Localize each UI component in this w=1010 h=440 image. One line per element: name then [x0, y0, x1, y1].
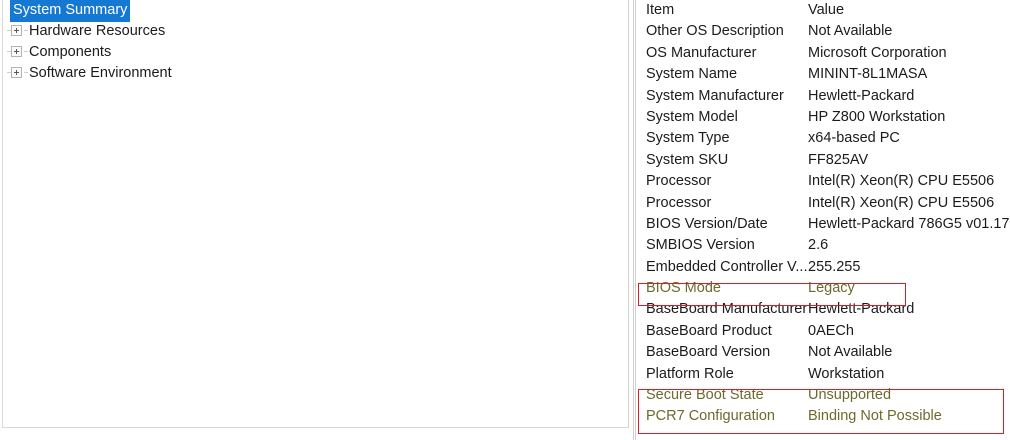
details-row-item: PCR7 Configuration: [646, 408, 775, 425]
details-row-item: BaseBoard Product: [646, 322, 772, 339]
details-row[interactable]: BaseBoard Product 0AECh: [638, 321, 1010, 342]
tree-item-label: Components: [29, 44, 112, 60]
details-row[interactable]: Other OS Description Not Available: [638, 21, 1010, 42]
details-row-item: System Manufacturer: [646, 87, 784, 104]
tree-item-hardware-resources[interactable]: Hardware Resources: [3, 21, 628, 42]
details-row[interactable]: BIOS Version/Date Hewlett-Packard 786G5 v…: [638, 214, 1010, 235]
details-row-item: Other OS Description: [646, 23, 784, 40]
expander-wrap: [7, 63, 29, 84]
details-row-value: Workstation: [808, 365, 885, 382]
details-row-item: System Type: [646, 130, 730, 147]
details-row-value: 2.6: [808, 237, 829, 254]
details-row[interactable]: PCR7 Configuration Binding Not Possible: [638, 406, 1010, 427]
tree-item-label: System Summary: [11, 0, 130, 21]
details-row[interactable]: System Model HP Z800 Workstation: [638, 107, 1010, 128]
tree-item-software-environment[interactable]: Software Environment: [3, 63, 628, 84]
tree-item-components[interactable]: Components: [3, 42, 628, 63]
details-row-value: Binding Not Possible: [808, 408, 942, 425]
details-row-item: BIOS Mode: [646, 280, 721, 297]
details-header-row: Item Value: [638, 0, 1010, 21]
details-row-value: FF825AV: [808, 151, 869, 168]
details-row[interactable]: System Manufacturer Hewlett-Packard: [638, 86, 1010, 107]
details-row-item: Secure Boot State: [646, 387, 764, 404]
details-row[interactable]: Processor Intel(R) Xeon(R) CPU E5506: [638, 171, 1010, 192]
details-row-value: Not Available: [808, 344, 893, 361]
details-row-item: BaseBoard Version: [646, 344, 771, 361]
details-row[interactable]: BaseBoard Version Not Available: [638, 342, 1010, 363]
details-row-value: Unsupported: [808, 387, 892, 404]
details-row-item: BIOS Version/Date: [646, 215, 768, 232]
expander-wrap: [7, 21, 29, 42]
details-row-value: 255.255: [808, 258, 861, 275]
details-row[interactable]: BIOS Mode Legacy: [638, 278, 1010, 299]
tree-item-label: Hardware Resources: [29, 23, 166, 39]
details-row-value: x64-based PC: [808, 130, 900, 147]
details-row[interactable]: System Name MININT-8L1MASA: [638, 64, 1010, 85]
tree-item-system-summary[interactable]: System Summary: [3, 0, 628, 21]
column-header-value[interactable]: Value: [808, 2, 845, 18]
details-row-item: Processor: [646, 194, 712, 211]
column-header-item[interactable]: Item: [646, 2, 675, 18]
details-row-item: Platform Role: [646, 365, 734, 382]
details-row[interactable]: System Type x64-based PC: [638, 128, 1010, 149]
plus-box-icon[interactable]: [11, 24, 22, 36]
details-row-item: SMBIOS Version: [646, 237, 755, 254]
plus-box-icon[interactable]: [11, 45, 22, 57]
details-row-value: Hewlett-Packard: [808, 301, 915, 318]
details-row-value: MININT-8L1MASA: [808, 66, 928, 83]
details-row[interactable]: OS Manufacturer Microsoft Corporation: [638, 43, 1010, 64]
plus-box-icon[interactable]: [11, 66, 22, 78]
details-row-value: Legacy: [808, 280, 855, 297]
details-row-value: Hewlett-Packard: [808, 87, 915, 104]
pane-divider[interactable]: [633, 0, 636, 440]
details-row[interactable]: Embedded Controller V...255.255: [638, 257, 1010, 278]
details-row-item: OS Manufacturer: [646, 44, 757, 61]
details-row-value: Intel(R) Xeon(R) CPU E5506: [808, 173, 995, 190]
details-row[interactable]: Secure Boot State Unsupported: [638, 385, 1010, 406]
details-row-value: 0AECh: [808, 322, 854, 339]
details-row-value: Intel(R) Xeon(R) CPU E5506: [808, 194, 995, 211]
tree-item-label: Software Environment: [29, 65, 172, 81]
details-row-item: Processor: [646, 173, 712, 190]
details-row[interactable]: Processor Intel(R) Xeon(R) CPU E5506: [638, 193, 1010, 214]
details-row-value: HP Z800 Workstation: [808, 108, 946, 125]
details-row[interactable]: Platform Role Workstation: [638, 364, 1010, 385]
details-row-item: BaseBoard Manufacturer: [646, 301, 808, 318]
pane-bottom-border: [2, 427, 629, 428]
details-row-value: Hewlett-Packard 786G5 v01.17, 8/: [808, 215, 1010, 232]
details-row[interactable]: System SKU FF825AV: [638, 150, 1010, 171]
expander-wrap: [7, 42, 29, 63]
details-row[interactable]: SMBIOS Version 2.6: [638, 235, 1010, 256]
details-row-item: System Model: [646, 108, 738, 125]
details-row-value: Microsoft Corporation: [808, 44, 947, 61]
details-row-item: Embedded Controller V...: [646, 258, 808, 275]
details-row-item: System Name: [646, 66, 738, 83]
details-row-item: System SKU: [646, 151, 729, 168]
details-row-value: Not Available: [808, 23, 893, 40]
